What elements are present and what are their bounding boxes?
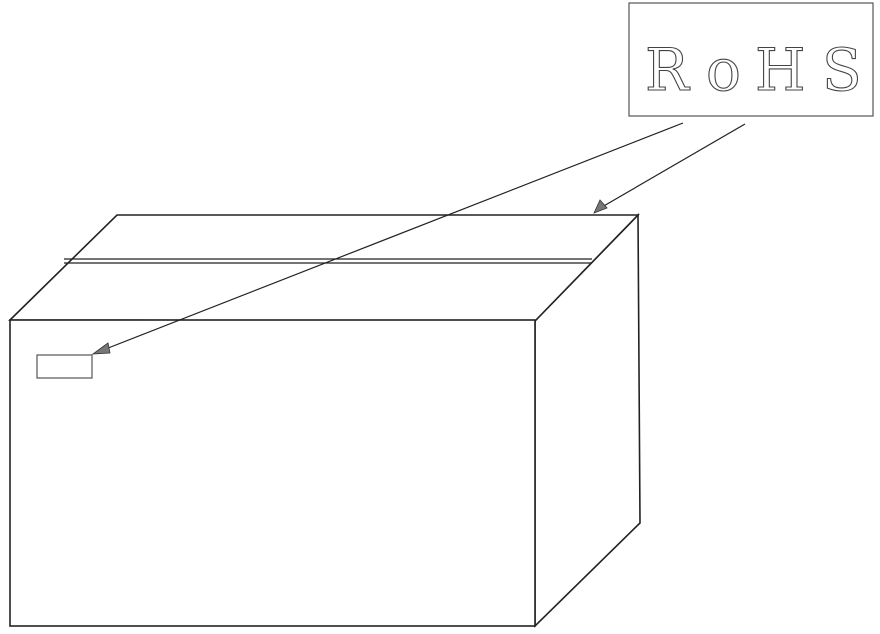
rohs-label: R o H S [629,3,873,116]
rohs-letter-h: H [755,36,806,104]
box-top-face [10,215,638,321]
rohs-letter-r: R [645,36,691,104]
arrowhead-top [594,200,607,213]
rohs-letter-o: o [706,36,741,104]
front-label-placeholder [37,355,92,378]
leader-arrow-top [594,124,745,213]
rohs-letter-s: S [822,36,862,104]
